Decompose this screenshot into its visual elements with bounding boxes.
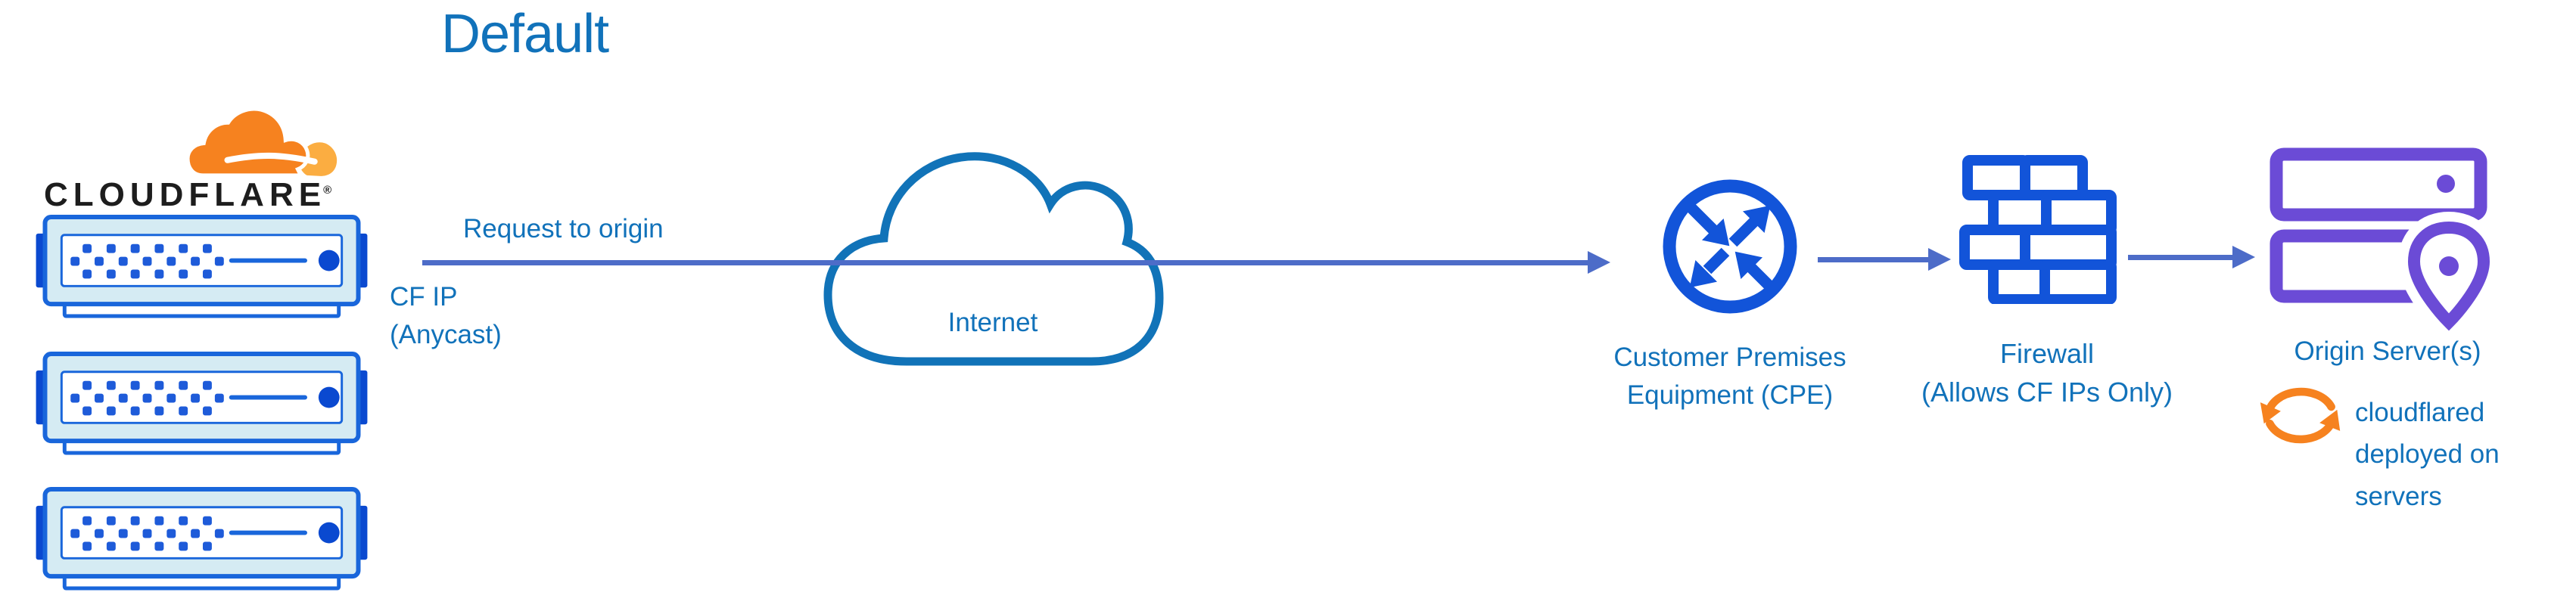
flow-arrowhead-to-cpe [1588,251,1610,274]
cloudflared-sync-icon [2260,387,2341,444]
cf-ip-line2: (Anycast) [390,319,502,349]
flow-arrow-firewall-to-origin [2128,255,2234,260]
edge-server-icon [34,214,369,319]
cloudflared-note: cloudflared deployed on servers [2355,398,2500,511]
cpe-router-icon [1663,179,1797,314]
edge-server-icon [34,486,369,591]
internet-label: Internet [947,308,1038,337]
cf-ip-line1: CF IP [390,282,458,312]
page-title: Default [441,4,609,64]
cloudflare-wordmark: CLOUDFLARE® [44,178,347,212]
location-pin-icon [2397,211,2496,332]
origin-server-label: Origin Server(s) [2294,336,2481,366]
firewall-brick-icon [1959,155,2117,304]
registered-trademark: ® [323,184,332,197]
cf-ip-anycast-label: CF IP (Anycast) [390,278,502,353]
request-to-origin-label: Request to origin [463,214,664,243]
firewall-label-line1: Firewall [1999,338,2094,369]
cpe-label-line1: Customer Premises [1613,343,1846,372]
cpe-label-line2: Equipment (CPE) [1626,380,1834,410]
flow-arrow-cpe-to-firewall [1818,257,1930,262]
flow-arrow-cloudflare-to-cpe [422,260,1589,265]
internet-cloud-icon [823,152,1164,366]
firewall-label-line2: (Allows CF IPs Only) [1921,377,2173,408]
flow-arrowhead-to-origin [2232,246,2255,268]
edge-server-icon [34,351,369,456]
cloudflare-wordmark-text: CLOUDFLARE [44,176,327,213]
firewall-label: Firewall (Allows CF IPs Only) [1884,334,2210,411]
origin-server-icon [2270,147,2496,332]
flow-arrowhead-to-firewall [1928,248,1951,271]
cloudflare-logo-cloud-icon [186,107,338,178]
